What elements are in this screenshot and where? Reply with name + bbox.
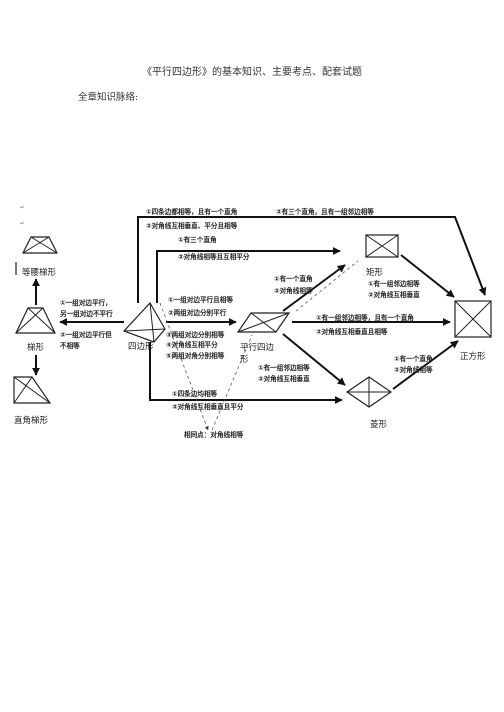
common-point-label: 相同点：对角线相等 — [184, 430, 244, 439]
arrow-rectangle-to-square — [400, 254, 455, 298]
arrow-para-to-rhombus — [282, 333, 346, 386]
cond-quad-para-4: ④对角线互相平分 — [166, 340, 218, 349]
square-label: 正方形 — [460, 351, 486, 362]
cond-rhom-square-2: ②对角线相等 — [394, 365, 433, 374]
cond-quad-trap-2: 另一组对边不平行 — [60, 309, 113, 318]
cond-quad-para-3: ③两组对边分别相等 — [166, 330, 225, 339]
section-subtitle: 全章知识脉络: — [78, 92, 139, 103]
cond-para-rect-2: ②对角线相等 — [274, 286, 313, 295]
page-title: 《平行四边形》的基本知识、主要考点、配套试题 — [142, 67, 362, 78]
isosceles-trapezoid-label: 等腰梯形 — [22, 267, 57, 278]
cond-quad-para-5: ⑤两组对角分别相等 — [166, 351, 225, 360]
arrow-quad-to-rectangle — [156, 247, 341, 303]
cond-quad-square-2: ②对角线互相垂直、平分且相等 — [146, 221, 238, 230]
parallelogram-label-line2: 形 — [240, 355, 249, 365]
rectangle-figure — [365, 234, 399, 258]
edit-mark: ↵ — [20, 204, 25, 211]
cond-quad-rect-2: ②对角线相等且互相平分 — [178, 252, 250, 261]
rectangle-label: 矩形 — [366, 267, 384, 278]
cond-para-square-2: ②对角线互相垂直且相等 — [316, 327, 388, 336]
parallelogram-figure — [236, 312, 291, 333]
trapezoid-label: 梯形 — [27, 342, 45, 353]
dashed-line-rect — [295, 260, 359, 312]
edit-mark: ↵ — [20, 220, 25, 227]
cond-para-rhom-1: ①有一组邻边相等 — [258, 363, 310, 372]
cond-quad-trap-1: ①一组对边平行， — [60, 298, 112, 307]
cond-quad-trap-4: 不相等 — [60, 341, 80, 350]
rhombus-figure — [345, 376, 393, 408]
cond-quad-rhom-1: ①四条边均相等 — [172, 389, 218, 398]
right-trapezoid-figure — [13, 376, 52, 404]
square-figure — [454, 300, 492, 338]
isosceles-trapezoid-figure — [22, 236, 58, 254]
cond-quad-para-2: ②两组对边分别平行 — [168, 308, 227, 317]
arrow-para-to-rectangle — [282, 264, 346, 312]
arrow-rhombus-to-square — [392, 340, 459, 390]
rhombus-label: 菱形 — [370, 419, 388, 430]
right-trapezoid-label: 直角梯形 — [14, 415, 49, 426]
parallelogram-label-line1: 平行四边 — [240, 342, 275, 353]
dashed-line-common-2 — [211, 334, 253, 431]
cond-para-rhom-2: ②对角线互相垂直 — [258, 374, 310, 383]
cond-rhom-square-1: ①有一个直角 — [394, 354, 433, 363]
arrow-quad-to-square — [137, 216, 487, 303]
cond-quad-rhom-2: ②对角线互相垂直且平分 — [172, 402, 244, 411]
cond-quad-trap-3: ②一组对边平行但 — [60, 330, 112, 339]
cond-rect-square-1: ①有一组邻边相等 — [368, 279, 420, 288]
cond-quad-para-1: ①一组对边平行且相等 — [168, 295, 233, 304]
dashed-line-common — [159, 302, 209, 431]
cond-quad-rect-1: ①有三个直角 — [178, 235, 217, 244]
cond-para-square-1: ①有一组邻边相等，且有一个直角 — [316, 313, 414, 322]
quadrilateral-figure — [122, 301, 166, 343]
arrow-quad-to-rhombus — [149, 342, 343, 404]
cond-para-rect-1: ①有一个直角 — [274, 274, 313, 283]
cond-quad-square-1: ①四条边都相等，且有一个直角 — [146, 207, 237, 216]
trapezoid-figure — [15, 307, 56, 334]
cond-rect-square-top: ②有三个直角，且有一组邻边相等 — [276, 207, 374, 216]
quadrilateral-label: 四边形 — [128, 341, 154, 352]
knowledge-map-diagram: ↵ ↵ 等腰梯形 梯形 直角梯形 四边形 平行四边 形 — [13, 204, 492, 439]
cond-rect-square-2: ②对角线互相垂直 — [368, 290, 420, 299]
